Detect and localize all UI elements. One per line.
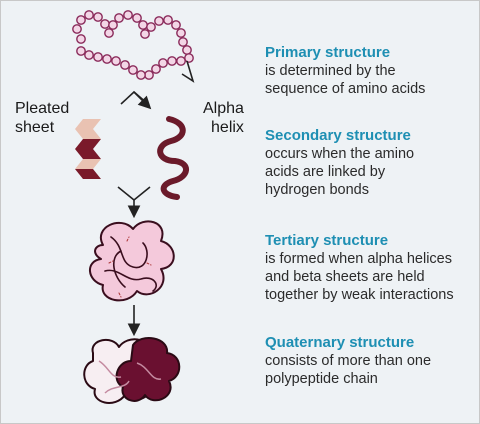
amino-acid-bead xyxy=(184,53,194,63)
alpha-helix-label-line-1: Alpha xyxy=(203,100,244,117)
amino-acid-bead xyxy=(76,15,86,25)
pleated-sheet-label-line-1: Pleated xyxy=(15,100,70,117)
primary-structure-block: Primary structure is determined by the s… xyxy=(265,43,477,98)
primary-structure-title: Primary structure xyxy=(265,44,391,61)
amino-acid-bead xyxy=(138,20,148,30)
tertiary-structure-line-2: and beta sheets are held xyxy=(265,269,425,285)
amino-acid-bead xyxy=(114,13,124,23)
secondary-structure-block: Secondary structure occurs when the amin… xyxy=(265,126,477,199)
secondary-structure-title: Secondary structure xyxy=(265,127,411,144)
secondary-structure-line-2: acids are linked by xyxy=(265,164,386,180)
amino-acid-bead xyxy=(123,10,133,20)
amino-acid-bead xyxy=(76,46,86,56)
amino-acid-bead xyxy=(176,56,186,66)
amino-acid-chain-icon xyxy=(72,10,194,80)
tertiary-structure-icon xyxy=(89,220,175,302)
amino-acid-bead xyxy=(132,13,142,23)
quaternary-structure-line-1: consists of more than one xyxy=(265,353,432,369)
quaternary-structure-icon xyxy=(83,337,181,404)
amino-acid-bead xyxy=(100,19,110,29)
primary-structure-line-1: is determined by the xyxy=(265,63,396,79)
chain-end-arrow-icon xyxy=(181,60,195,83)
amino-acid-bead xyxy=(72,24,82,34)
amino-acid-bead xyxy=(104,28,114,38)
amino-acid-bead xyxy=(108,20,118,30)
amino-acid-bead xyxy=(93,12,103,22)
amino-acid-bead xyxy=(140,29,150,39)
amino-acid-bead xyxy=(182,45,192,55)
amino-acid-bead xyxy=(136,70,146,80)
pleated-sheet-icon xyxy=(75,119,101,179)
merge-arrow-icon xyxy=(117,186,151,219)
alpha-helix-icon xyxy=(157,116,189,200)
amino-acid-bead xyxy=(84,10,94,20)
quaternary-structure-title: Quaternary structure xyxy=(265,334,415,351)
amino-acid-bead xyxy=(146,22,156,32)
alpha-helix-label-line-2: helix xyxy=(211,119,244,136)
amino-acid-bead xyxy=(102,54,112,64)
amino-acid-bead xyxy=(128,65,138,75)
amino-acid-bead xyxy=(163,15,173,25)
amino-acid-bead xyxy=(167,56,177,66)
alpha-helix-label: Alpha helix xyxy=(203,99,244,137)
tertiary-structure-title: Tertiary structure xyxy=(265,232,389,249)
tertiary-structure-block: Tertiary structure is formed when alpha … xyxy=(265,231,477,304)
pleated-sheet-label: Pleated sheet xyxy=(15,99,69,137)
amino-acid-bead xyxy=(154,16,164,26)
tertiary-structure-line-3: together by weak interactions xyxy=(265,287,454,303)
pleated-sheet-label-line-2: sheet xyxy=(15,119,55,136)
amino-acid-bead xyxy=(76,34,86,44)
amino-acid-bead xyxy=(178,37,188,47)
quaternary-structure-block: Quaternary structure consists of more th… xyxy=(265,333,477,388)
amino-acid-bead xyxy=(151,64,161,74)
amino-acid-bead xyxy=(144,70,154,80)
quaternary-structure-line-2: polypeptide chain xyxy=(265,371,378,387)
amino-acid-bead xyxy=(158,58,168,68)
split-arrow-icon xyxy=(120,90,152,110)
primary-structure-line-2: sequence of amino acids xyxy=(265,81,426,97)
amino-acid-bead xyxy=(84,50,94,60)
amino-acid-bead xyxy=(176,28,186,38)
secondary-structure-line-3: hydrogen bonds xyxy=(265,182,369,198)
secondary-structure-line-1: occurs when the amino xyxy=(265,146,415,162)
tertiary-structure-line-1: is formed when alpha helices xyxy=(265,251,452,267)
amino-acid-bead xyxy=(171,20,181,30)
amino-acid-bead xyxy=(120,60,130,70)
amino-acid-bead xyxy=(111,56,121,66)
amino-acid-bead xyxy=(93,52,103,62)
